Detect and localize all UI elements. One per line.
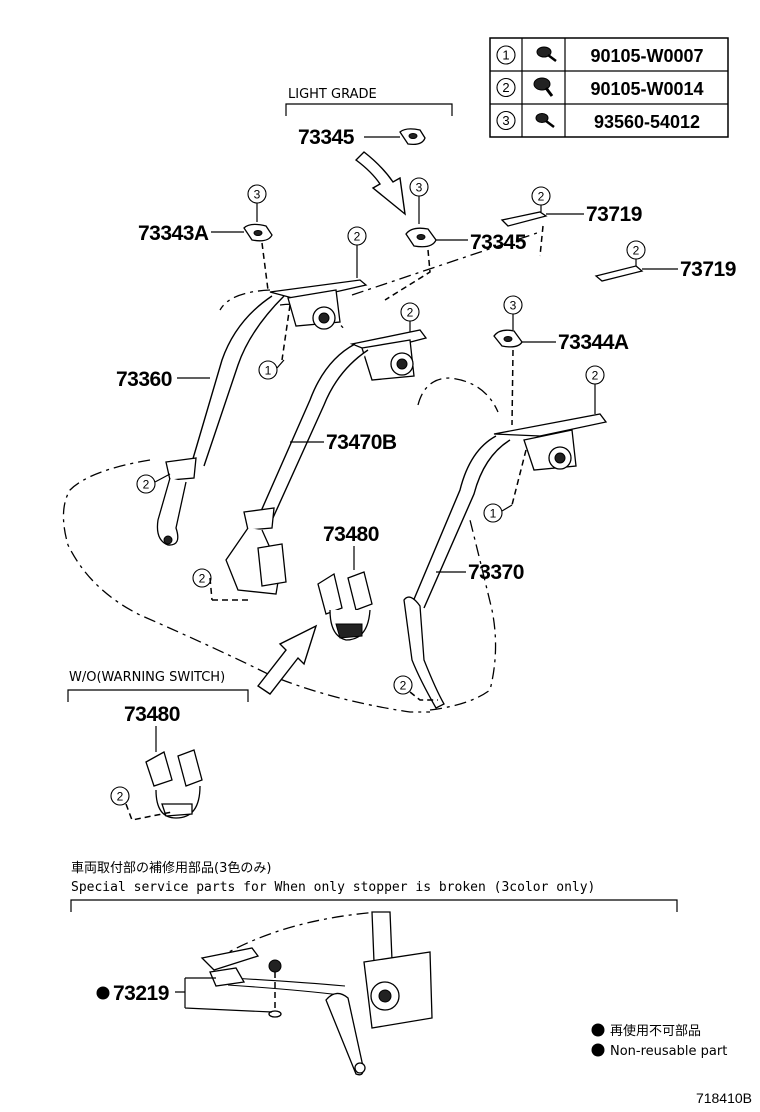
table-row-3-part: 93560-54012 [594, 112, 700, 132]
part-73344a: 73344A [558, 331, 629, 354]
wo-warning-switch-label: W/O(WARNING SWITCH) [69, 670, 225, 685]
stopper-73219-icon [200, 947, 260, 971]
buckle-73480-wo-icon [145, 749, 203, 819]
callout-circle [258, 360, 278, 380]
callout-circle [483, 503, 503, 523]
non-reusable-en: Non-reusable part [610, 1044, 727, 1059]
table-row-2-part: 90105-W0014 [590, 79, 703, 99]
callout-12: 1 [490, 507, 497, 521]
callout-circle [496, 110, 516, 131]
left-belt-retractor-icon [269, 279, 368, 330]
table-row-1-num: 1 [502, 48, 509, 63]
callout-circle [110, 786, 130, 806]
non-reusable-legend: 再使用不可部品 Non-reusable part [591, 1023, 727, 1059]
buckle-73480-icon [317, 571, 373, 641]
callout-7: 1 [265, 364, 272, 378]
part-73343a: 73343A [138, 222, 209, 245]
callout-3: 3 [416, 181, 423, 195]
callout-circle [393, 675, 413, 695]
right-belt-anchor-icon [403, 596, 445, 709]
non-reusable-dot-icon [591, 1043, 605, 1057]
callout-1: 3 [254, 188, 261, 202]
fastener-legend-table: 1 90105-W0007 2 90105-W0014 3 93560-5401… [489, 37, 729, 138]
bracket-73343a-icon [243, 223, 273, 242]
plate-73719-a-icon [500, 211, 548, 227]
bracket-73345-light-icon [399, 128, 426, 146]
callout-circle [496, 45, 516, 65]
curved-arrow-icon [354, 151, 406, 216]
part-73370: 73370 [468, 561, 524, 584]
part-73219: 73219 [113, 982, 169, 1005]
part-73470b: 73470B [326, 431, 397, 454]
part-73360: 73360 [116, 368, 172, 391]
callout-9: 3 [510, 299, 517, 313]
bolt-1-icon [536, 46, 557, 62]
bolt-2-icon [533, 77, 554, 97]
figure-number: 718410B [696, 1090, 752, 1106]
buckle-stopper-icon [325, 911, 433, 1076]
special-service-caption-en: Special service parts for When only stop… [71, 880, 595, 895]
up-arrow-icon [256, 624, 318, 695]
callout-11: 2 [199, 572, 206, 586]
center-belt-retractor-icon [349, 329, 428, 381]
light-grade-label: LIGHT GRADE [288, 87, 377, 102]
table-row-3-num: 3 [502, 113, 509, 128]
callout-4: 2 [407, 306, 414, 320]
bracket-73345-icon [405, 227, 437, 248]
special-service-caption-jp: 車両取付部の補修用部品(3色のみ) [71, 860, 271, 876]
wo-warning-switch-group: W/O(WARNING SWITCH) 73480 2 [67, 670, 249, 821]
part-73719-b: 73719 [680, 258, 736, 281]
bolt-3-icon [535, 113, 555, 128]
table-row-2-num: 2 [502, 80, 509, 95]
center-belt-anchor-icon [243, 507, 275, 531]
part-73480: 73480 [323, 523, 379, 546]
non-reusable-dot-icon [591, 1023, 605, 1037]
part-73345-light: 73345 [298, 126, 355, 149]
part-73719-a: 73719 [586, 203, 642, 226]
callout-circle [496, 77, 516, 98]
table-row-1-part: 90105-W0007 [590, 46, 703, 66]
right-belt-retractor-icon [493, 413, 608, 471]
bolt-icon [268, 959, 282, 973]
callout-8: 2 [143, 478, 150, 492]
nut-icon [268, 1010, 282, 1018]
callout-2: 2 [354, 230, 361, 244]
part-73345: 73345 [470, 231, 527, 254]
left-belt-anchor-icon [165, 457, 197, 481]
center-buckle-icon [257, 543, 287, 587]
bracket-73344a-icon [493, 329, 523, 348]
plate-73719-b-icon [594, 265, 644, 282]
callout-circle [136, 474, 156, 494]
callout-14: 2 [117, 790, 124, 804]
callout-10: 2 [592, 369, 599, 383]
light-grade-group: LIGHT GRADE 73345 [285, 87, 453, 216]
callout-13: 2 [400, 679, 407, 693]
non-reusable-dot-icon [96, 986, 110, 1000]
callout-circle [192, 568, 212, 588]
part-73480-wo: 73480 [124, 703, 180, 726]
special-service-parts-group: 車両取付部の補修用部品(3色のみ) Special service parts … [70, 860, 678, 1076]
non-reusable-jp: 再使用不可部品 [610, 1023, 701, 1039]
callout-6: 2 [633, 244, 640, 258]
callout-5: 2 [538, 190, 545, 204]
